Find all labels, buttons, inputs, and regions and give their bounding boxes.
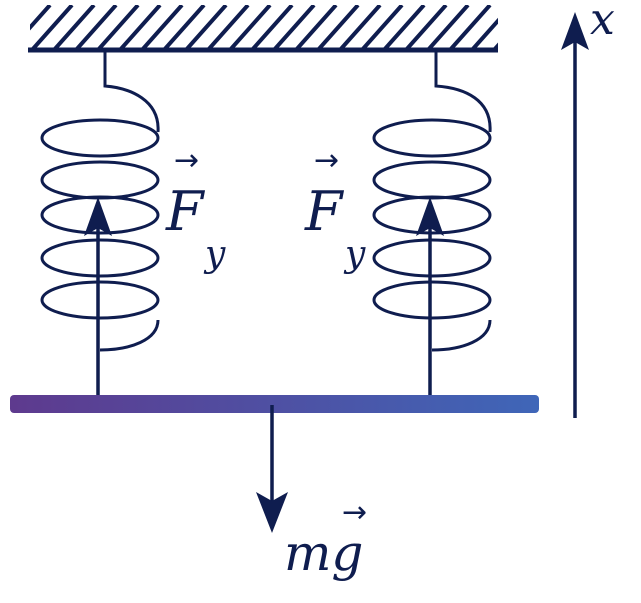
ceiling [28,5,498,53]
left-spring-hook [103,50,160,133]
hatch-mark [140,5,184,50]
gravity-label: → mg [284,495,367,582]
spring-coil [40,118,160,158]
spring-coil [40,195,160,235]
spring-coil [372,280,492,320]
hatch-mark [250,5,294,50]
spring-coil [372,195,492,235]
spring-coil [40,238,160,278]
spring-coil [372,160,492,200]
hatch-mark [30,5,52,31]
right-force-subscript: y [343,234,366,275]
hatch-mark [382,5,426,50]
hatch-mark [316,5,360,50]
right-force-symbol: F [304,180,345,243]
right-force-arrow [416,197,444,395]
hatch-mark [294,5,338,50]
hatch-mark [162,5,206,50]
right-force-label: → F y [304,143,366,275]
hatch-mark [96,5,140,50]
left-spring [40,50,160,352]
hatch-mark [470,17,498,50]
vector-arrow-icon: → [314,143,339,178]
hatch-mark [360,5,404,50]
left-force-symbol: F [165,180,206,243]
hatch-mark [404,5,448,50]
hatch-mark [184,5,228,50]
suspended-bar [10,395,539,413]
x-axis-label: x [590,0,615,45]
x-axis-arrow [561,12,589,418]
vector-arrow-icon: → [342,495,367,530]
hatch-mark [228,5,272,50]
spring-coil [372,118,492,158]
vector-arrow-icon: → [174,143,199,178]
hatch-mark [492,42,498,50]
spring-coil [40,160,160,200]
hatch-mark [448,5,492,50]
spring-coil [40,280,160,320]
hatch-mark [74,5,118,50]
left-force-arrow [84,197,112,395]
hatch-mark [426,5,470,50]
hatch-mark [52,5,96,50]
gravity-arrow [256,405,288,533]
hatch-mark [206,5,250,50]
left-force-label: → F y [165,143,226,275]
hatch-mark [30,5,74,50]
gravity-symbol: mg [284,524,363,582]
hatch-mark [338,5,382,50]
right-spring [372,50,492,352]
left-force-subscript: y [203,234,226,275]
right-spring-hook [434,50,492,133]
hatch-mark [272,5,316,50]
hatch-mark [118,5,162,50]
spring-coil [372,238,492,278]
